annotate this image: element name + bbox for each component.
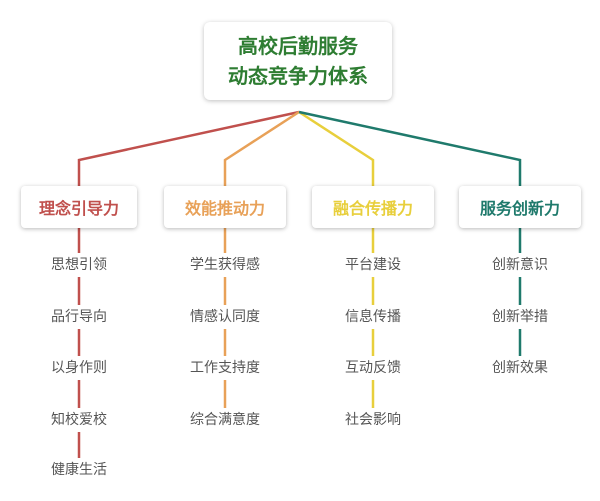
category-label: 服务创新力 [479,199,560,218]
category-label: 理念引导力 [38,199,119,218]
item-label: 以身作则 [51,360,107,376]
category-box-service-innovation: 服务创新力 [459,186,581,228]
item-label: 社会影响 [345,412,401,428]
item-label: 学生获得感 [190,257,260,273]
item-label: 创新效果 [492,360,548,376]
item-label: 品行导向 [51,309,107,325]
item-label: 创新举措 [492,309,548,325]
item-label: 信息传播 [345,309,401,325]
root-node: 高校后勤服务 动态竞争力体系 [204,22,392,100]
root-title-line-1: 高校后勤服务 [238,34,358,58]
item-label: 互动反馈 [345,360,401,376]
item-label: 情感认同度 [190,309,260,325]
item-label: 平台建设 [345,257,401,273]
item-label: 创新意识 [492,257,548,273]
root-title-line-2: 动态竞争力体系 [228,64,368,88]
item-label: 思想引领 [51,257,107,273]
category-box-efficiency-drive: 效能推动力 [164,186,286,228]
item-label: 知校爱校 [51,412,107,428]
category-box-concept-guidance: 理念引导力 [21,186,137,228]
category-label: 融合传播力 [332,199,413,218]
branch-line [223,110,300,186]
item-label: 健康生活 [51,462,107,478]
item-stem-connectors [77,228,522,458]
item-label: 综合满意度 [190,412,260,428]
category-box-integration-communication: 融合传播力 [312,186,434,228]
branch-connectors [77,110,522,186]
category-label: 效能推动力 [184,199,265,218]
item-label: 工作支持度 [190,360,260,376]
branch-line [77,110,300,186]
branch-line [298,110,375,186]
branch-line [298,110,522,186]
